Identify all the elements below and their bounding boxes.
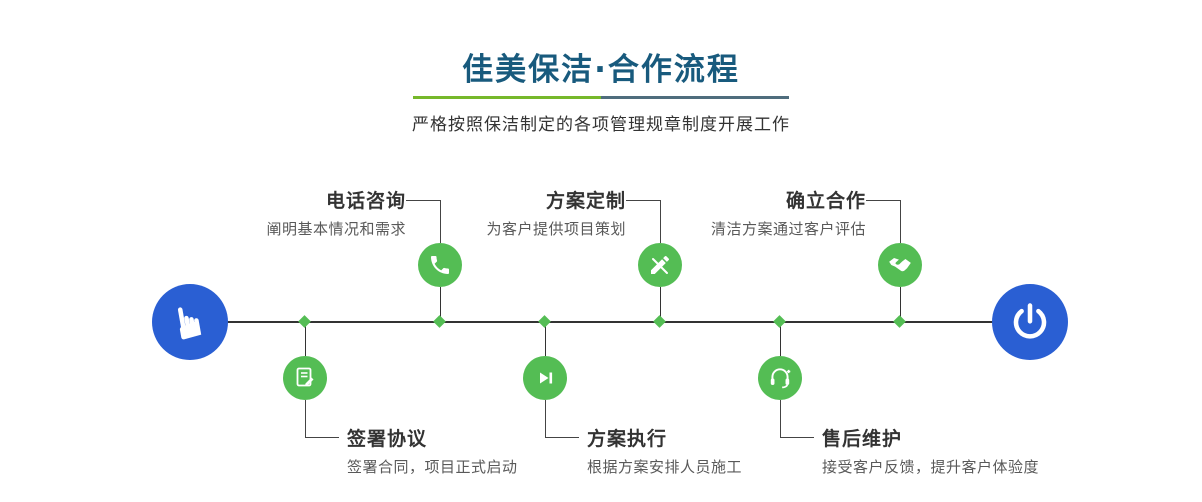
stem xyxy=(780,322,781,356)
label-connector xyxy=(440,200,441,243)
label-connector xyxy=(626,200,660,201)
step-desc: 阐明基本情况和需求 xyxy=(266,220,406,238)
node-cooperation xyxy=(878,243,922,287)
label-connector xyxy=(305,400,306,437)
divider-blue-segment xyxy=(601,96,789,99)
timeline-diamond xyxy=(893,315,906,328)
handshake-icon xyxy=(887,252,913,278)
timeline-diamond xyxy=(653,315,666,328)
label-connector xyxy=(780,400,781,437)
step-label-phone: 电话咨询 阐明基本情况和需求 xyxy=(202,188,406,240)
divider-green-segment xyxy=(413,96,601,99)
step-title: 电话咨询 xyxy=(325,190,406,212)
timeline-diamond xyxy=(538,315,551,328)
page-title: 佳美保洁·合作流程 xyxy=(462,52,740,88)
page-subtitle: 严格按照保洁制定的各项管理规章制度开展工作 xyxy=(412,115,790,135)
step-desc: 根据方案安排人员施工 xyxy=(587,458,743,476)
headset-icon xyxy=(767,365,793,391)
stem xyxy=(900,287,901,322)
stem xyxy=(660,287,661,322)
label-connector xyxy=(545,400,546,437)
stem xyxy=(440,287,441,322)
step-label-contract: 签署协议 签署合同，项目正式启动 xyxy=(347,426,597,478)
label-connector xyxy=(406,200,440,201)
node-execution xyxy=(523,356,567,400)
hand-pointer-icon: ☛ xyxy=(160,298,219,346)
timeline-line xyxy=(190,321,1030,323)
play-icon xyxy=(533,366,557,390)
end-node xyxy=(992,284,1068,360)
step-label-execution: 方案执行 根据方案安排人员施工 xyxy=(587,426,837,478)
label-connector xyxy=(305,437,339,438)
node-aftersale xyxy=(758,356,802,400)
step-desc: 签署合同，项目正式启动 xyxy=(347,458,518,476)
contract-icon xyxy=(293,366,317,390)
label-connector xyxy=(545,437,579,438)
pencil-icon xyxy=(648,253,672,277)
node-phone xyxy=(418,243,462,287)
label-connector xyxy=(900,200,901,243)
step-title: 签署协议 xyxy=(347,428,428,450)
label-connector xyxy=(660,200,661,243)
phone-icon xyxy=(428,253,452,277)
step-label-plan: 方案定制 为客户提供项目策划 xyxy=(422,188,626,240)
power-icon xyxy=(1009,301,1051,343)
timeline-diamond xyxy=(298,315,311,328)
title-divider xyxy=(413,96,789,99)
label-connector xyxy=(866,200,900,201)
step-title: 方案执行 xyxy=(587,428,668,450)
start-node: ☛ xyxy=(152,284,228,360)
step-title: 确立合作 xyxy=(785,190,866,212)
step-desc: 接受客户反馈，提升客户体验度 xyxy=(822,458,1040,476)
stem xyxy=(545,322,546,356)
step-label-cooperation: 确立合作 清洁方案通过客户评估 xyxy=(662,188,866,240)
step-label-aftersale: 售后维护 接受客户反馈，提升客户体验度 xyxy=(822,426,1102,478)
node-plan xyxy=(638,243,682,287)
timeline-diamond xyxy=(433,315,446,328)
step-desc: 为客户提供项目策划 xyxy=(486,220,626,238)
node-contract xyxy=(283,356,327,400)
step-title: 方案定制 xyxy=(545,190,626,212)
step-desc: 清洁方案通过客户评估 xyxy=(710,220,866,238)
label-connector xyxy=(780,437,814,438)
step-title: 售后维护 xyxy=(822,428,903,450)
timeline-diamond xyxy=(773,315,786,328)
stem xyxy=(305,322,306,356)
